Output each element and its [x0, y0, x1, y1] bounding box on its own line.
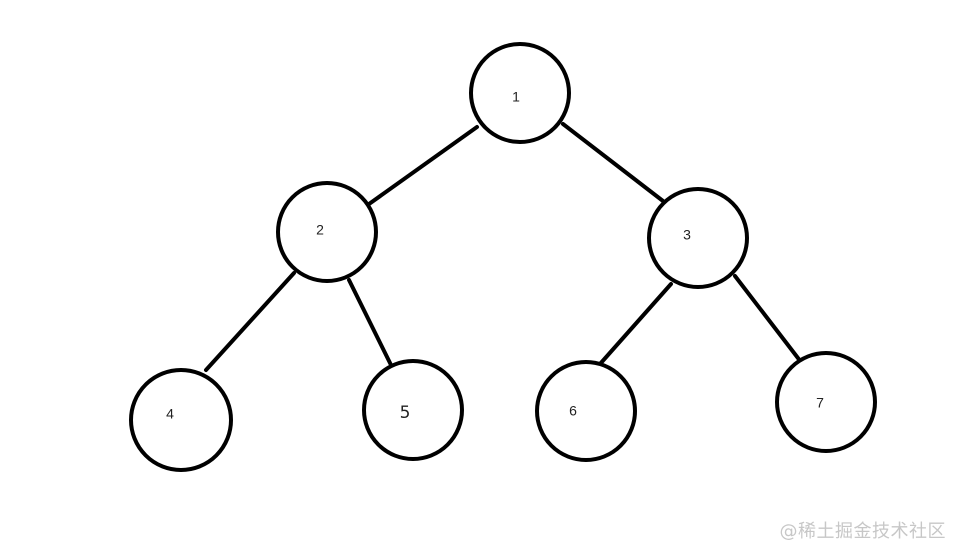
tree-node-5: 5	[362, 359, 464, 461]
edge-3-6	[598, 282, 673, 366]
watermark-text: @稀土掘金技术社区	[779, 521, 946, 542]
node-circle	[129, 368, 233, 472]
node-circle	[647, 187, 749, 289]
tree-node-4: 4	[129, 368, 233, 472]
node-label: 6	[569, 403, 577, 419]
node-label: 4	[166, 406, 174, 422]
node-label: 1	[512, 89, 520, 105]
edge-3-7	[733, 274, 803, 364]
tree-node-3: 3	[647, 187, 749, 289]
edge-2-4	[204, 271, 296, 372]
edge-2-5	[347, 278, 394, 369]
edges	[204, 122, 803, 372]
node-circle	[535, 360, 637, 462]
node-label: 2	[316, 222, 324, 238]
node-circle	[775, 351, 877, 453]
edge-1-3	[561, 122, 665, 203]
tree-node-7: 7	[775, 351, 877, 453]
tree-node-6: 6	[535, 360, 637, 462]
tree-node-1: 1	[469, 42, 571, 144]
node-circle	[469, 42, 571, 144]
node-circle	[276, 181, 378, 283]
node-circle	[362, 359, 464, 461]
tree-node-2: 2	[276, 181, 378, 283]
node-label: 5	[400, 403, 411, 423]
node-label: 7	[816, 395, 824, 411]
node-label: 3	[683, 227, 691, 243]
edge-1-2	[367, 125, 479, 206]
